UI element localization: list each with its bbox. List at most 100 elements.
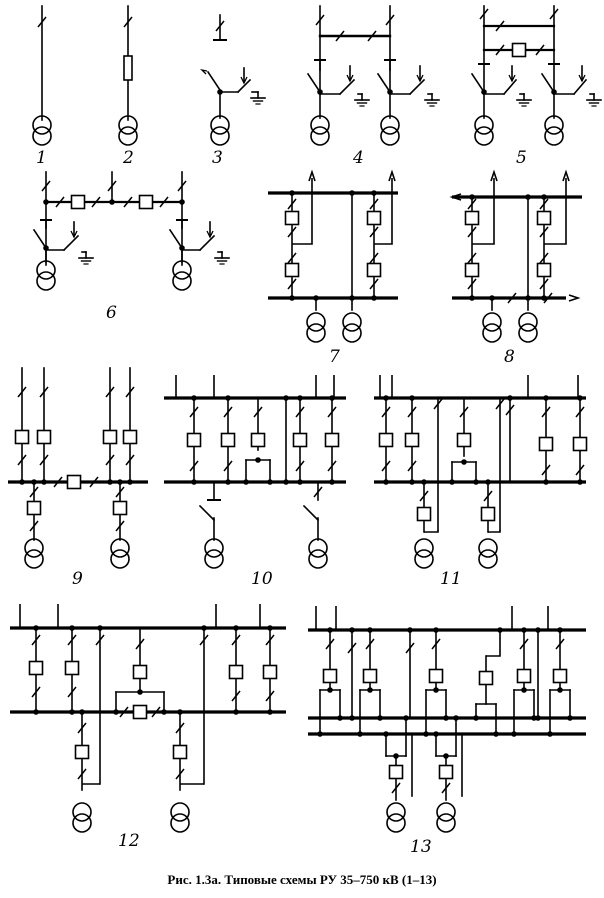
transformer-winding bbox=[306, 323, 326, 343]
breaker-box bbox=[511, 42, 527, 58]
breaker-box bbox=[292, 432, 308, 448]
disconnector-tick bbox=[555, 638, 565, 650]
disconnector-tick bbox=[175, 768, 185, 780]
transformer-winding bbox=[544, 126, 564, 146]
disconnector-tick bbox=[479, 8, 489, 20]
junction-dot bbox=[371, 190, 377, 196]
breaker-box bbox=[132, 664, 148, 680]
wire bbox=[198, 234, 216, 252]
junction-dot bbox=[297, 479, 303, 485]
disconnector-tick bbox=[135, 638, 145, 650]
junction-dot bbox=[443, 715, 449, 721]
arrow bbox=[490, 169, 498, 182]
disconnector-tick bbox=[199, 634, 209, 646]
wire bbox=[236, 78, 252, 94]
wire bbox=[198, 504, 216, 522]
scheme-2 bbox=[118, 5, 138, 146]
scheme-number-13: 13 bbox=[410, 837, 432, 857]
disconnector-tick bbox=[287, 252, 297, 264]
breaker-box bbox=[536, 262, 552, 278]
breaker-box bbox=[112, 500, 128, 516]
junction-dot bbox=[461, 459, 467, 465]
transformer-winding bbox=[482, 323, 502, 343]
disconnector-tick bbox=[467, 252, 477, 264]
disconnector-tick bbox=[575, 406, 585, 418]
disconnector-tick bbox=[295, 460, 305, 472]
arrow bbox=[308, 169, 316, 182]
scheme-8 bbox=[449, 169, 582, 343]
disconnector-tick bbox=[505, 404, 515, 416]
disconnector-tick bbox=[519, 638, 529, 650]
disconnector-tick bbox=[123, 196, 133, 208]
breaker-box bbox=[538, 436, 554, 452]
junction-dot bbox=[109, 199, 115, 205]
junction-dot bbox=[233, 625, 239, 631]
disconnector-tick bbox=[539, 226, 549, 238]
junction-dot bbox=[543, 395, 549, 401]
junction-dot bbox=[557, 627, 563, 633]
arrow bbox=[568, 294, 581, 302]
junction-dot bbox=[97, 625, 103, 631]
scheme-number-7: 7 bbox=[329, 347, 340, 367]
arrow bbox=[388, 169, 396, 182]
disconnector-tick bbox=[483, 490, 493, 502]
junction-dot bbox=[469, 194, 475, 200]
breaker-box bbox=[74, 744, 90, 760]
transformer-winding bbox=[474, 115, 494, 135]
breaker-box bbox=[516, 668, 532, 684]
junction-dot bbox=[225, 479, 231, 485]
scheme-number-8: 8 bbox=[504, 347, 515, 367]
breaker-box bbox=[70, 194, 86, 210]
junction-dot bbox=[161, 709, 167, 715]
junction-dot bbox=[511, 731, 517, 737]
junction-dot bbox=[107, 479, 113, 485]
disconnector-tick bbox=[265, 634, 275, 646]
junction-dot bbox=[497, 627, 503, 633]
disconnector-tick bbox=[41, 180, 51, 192]
disconnector-tick bbox=[55, 196, 65, 208]
wire bbox=[472, 178, 495, 245]
junction-dot bbox=[453, 715, 459, 721]
junction-dot bbox=[577, 479, 583, 485]
transformer-winding bbox=[474, 126, 494, 146]
transformer-winding bbox=[72, 813, 92, 833]
wire bbox=[486, 630, 501, 657]
breaker-box bbox=[404, 432, 420, 448]
disconnector-tick bbox=[381, 460, 391, 472]
junction-dot bbox=[485, 479, 491, 485]
disconnector-tick bbox=[53, 476, 63, 488]
breaker-box bbox=[428, 668, 444, 684]
transformer-winding bbox=[172, 260, 192, 280]
junction-dot bbox=[317, 731, 323, 737]
arrow bbox=[508, 74, 516, 83]
transformer-winding bbox=[386, 802, 406, 822]
transformer-winding bbox=[310, 126, 330, 146]
junction-dot bbox=[43, 199, 49, 205]
junction-dot bbox=[577, 395, 583, 401]
disconnector-tick bbox=[541, 406, 551, 418]
transformer-winding bbox=[518, 312, 538, 332]
disconnector-tick bbox=[175, 722, 185, 734]
disconnector-tick bbox=[367, 30, 377, 42]
junction-dot bbox=[201, 625, 207, 631]
wire bbox=[572, 78, 588, 96]
disconnector-tick bbox=[253, 406, 263, 418]
transformer-winding bbox=[342, 312, 362, 332]
wire bbox=[32, 228, 48, 250]
scheme-3 bbox=[200, 14, 266, 146]
junction-dot bbox=[69, 625, 75, 631]
disconnector-tick bbox=[89, 476, 99, 488]
breaker-box bbox=[572, 436, 588, 452]
junction-dot bbox=[191, 479, 197, 485]
disconnector-tick bbox=[369, 198, 379, 210]
wire bbox=[470, 72, 486, 94]
figure-caption: Рис. 1.3а. Типовые схемы РУ 35–750 кВ (1… bbox=[167, 872, 437, 887]
scheme-number-4: 4 bbox=[352, 148, 364, 168]
junction-dot bbox=[567, 715, 573, 721]
disconnector-tick bbox=[327, 406, 337, 418]
disconnector-tick bbox=[29, 486, 39, 498]
disconnector-tick bbox=[369, 226, 379, 238]
junction-dot bbox=[349, 715, 355, 721]
scheme-7 bbox=[268, 169, 398, 343]
arrow bbox=[449, 193, 462, 201]
